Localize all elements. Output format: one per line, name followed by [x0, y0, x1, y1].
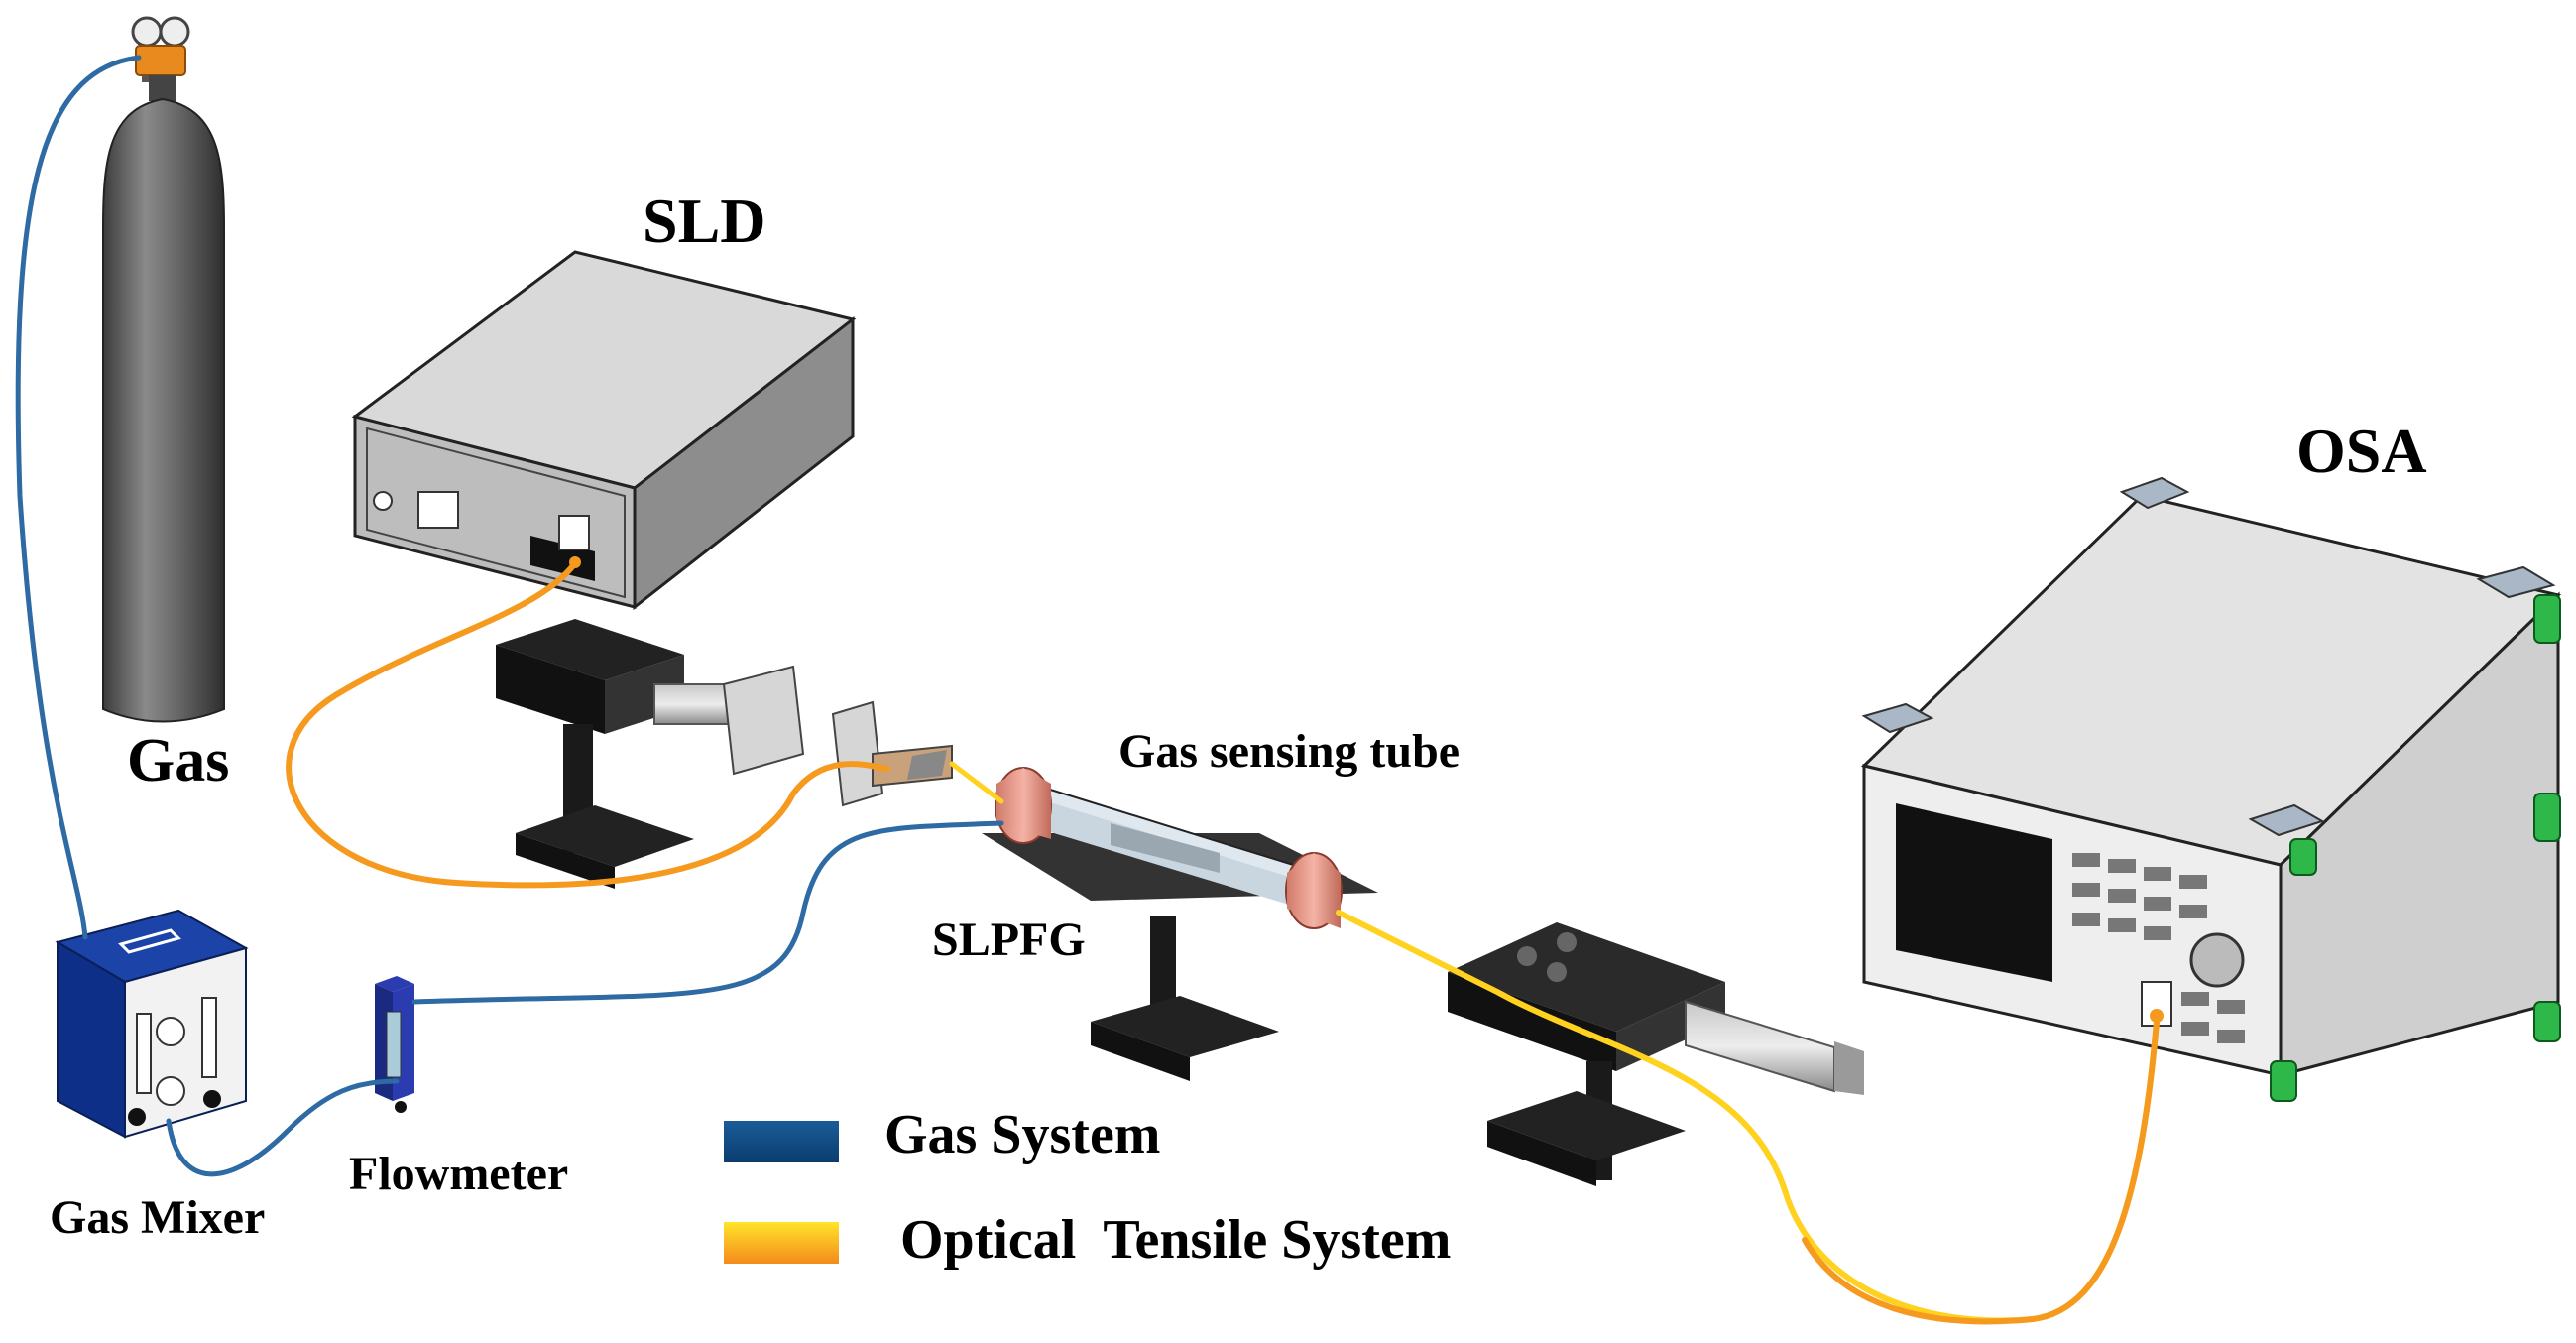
sld-light-source	[351, 250, 857, 611]
label-slpfg: SLPFG	[932, 914, 1086, 966]
label-gas-sensing-tube: Gas sensing tube	[1118, 725, 1461, 778]
label-gas: Gas	[127, 727, 230, 794]
legend-swatch-optical-tensile-system	[724, 1222, 839, 1264]
label-osa: OSA	[2296, 416, 2427, 486]
optical-fiber-lines	[286, 560, 2160, 1325]
legend-label-optical-tensile-system: Optical Tensile System	[900, 1209, 1452, 1271]
gas-mixer	[55, 909, 249, 1139]
label-gas-mixer: Gas Mixer	[50, 1191, 266, 1244]
gas-sensing-tube	[982, 767, 1378, 1081]
translation-stage-right	[1448, 922, 1864, 1186]
legend-label-gas-system: Gas System	[884, 1104, 1161, 1165]
label-flowmeter: Flowmeter	[349, 1148, 569, 1200]
gas-cylinder	[102, 16, 225, 723]
gas-system-lines	[15, 55, 1004, 1177]
label-sld: SLD	[643, 185, 766, 256]
flowmeter	[375, 976, 414, 1113]
osa-analyzer	[1860, 476, 2562, 1102]
legend-swatch-gas-system	[724, 1121, 839, 1162]
fiber-clamp-stand-left	[496, 619, 953, 889]
osa-corner-bumpers	[1861, 476, 2556, 837]
